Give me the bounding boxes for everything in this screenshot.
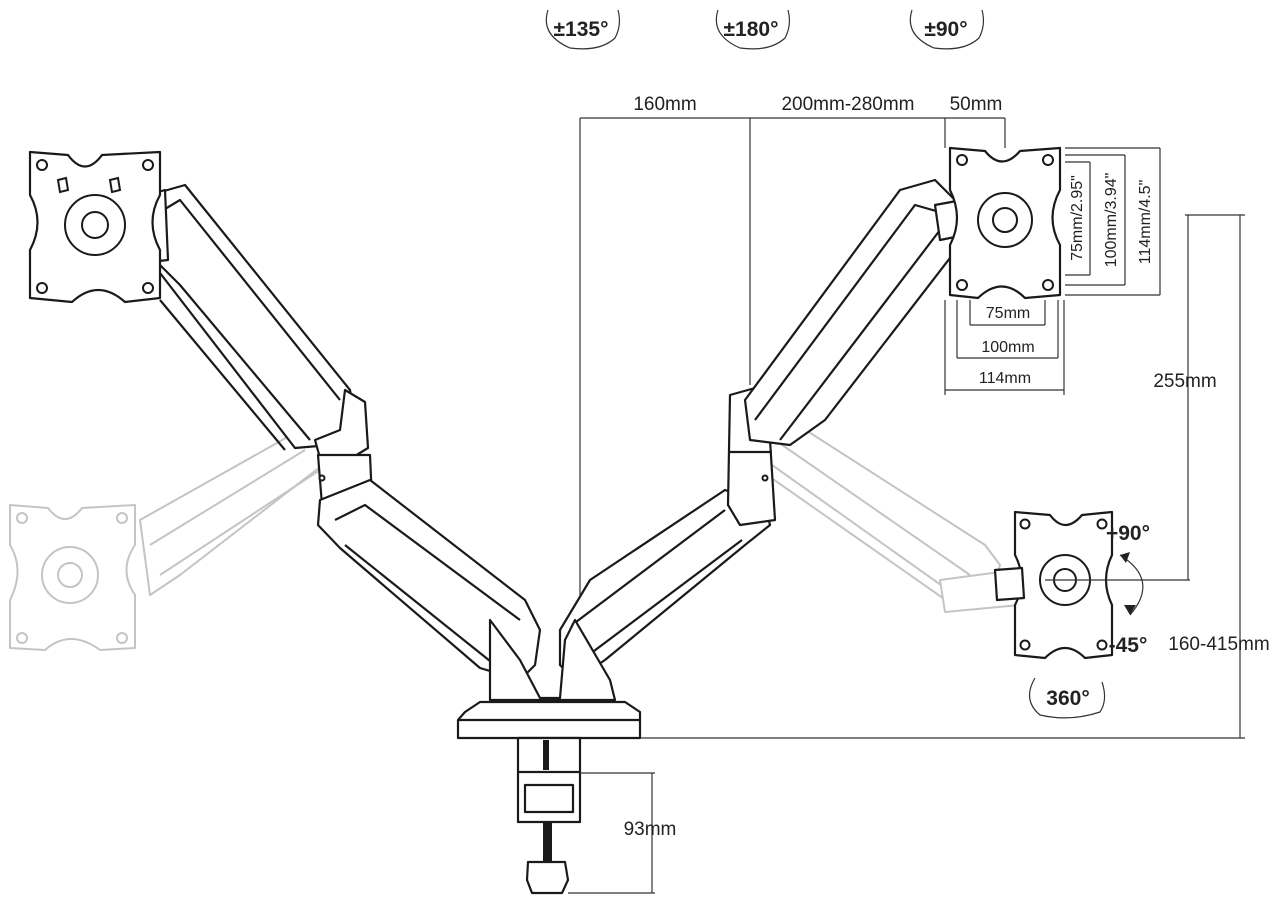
vesa-width-100-label: 100mm [981, 339, 1034, 356]
vesa-width-114-label: 114mm [979, 370, 1031, 387]
vesa-plate-right [948, 146, 1062, 300]
right-lower-arm [558, 488, 772, 682]
vesa-plate-right-lowered [993, 510, 1114, 660]
head-rotate-label: 360° [1046, 687, 1089, 710]
tilt-down-label: -45° [1109, 634, 1148, 657]
dimension-lines [568, 117, 1245, 894]
reach-upper-label: 160mm [633, 94, 696, 115]
tilt-up-label: +90° [1106, 522, 1150, 545]
head-tilt-label: ±90° [924, 18, 967, 41]
pole-height-label: 160-415mm [1168, 634, 1269, 655]
vesa-height-100-label: 100mm/3.94" [1103, 173, 1120, 268]
left-upper-arm [143, 183, 357, 451]
arm-joint-label: ±180° [724, 18, 779, 41]
vesa-width-75-label: 75mm [986, 305, 1030, 322]
vesa-plate-left [28, 150, 162, 304]
desk-base [456, 700, 642, 740]
center-pole [488, 618, 617, 702]
vesa-height-114-label: 114mm/4.5" [1137, 180, 1154, 265]
height-adjust-label: 255mm [1153, 371, 1216, 392]
arm-swivel-label: ±135° [554, 18, 609, 41]
offset-label: 50mm [950, 94, 1003, 115]
clamp-thickness-label: 93mm [624, 819, 677, 840]
desk-clamp [516, 736, 582, 895]
rotation-arrows [545, 9, 1144, 719]
right-upper-arm [743, 178, 967, 447]
vesa-plate-left-lowered-ghost [9, 504, 136, 651]
vesa-height-75-label: 75mm/2.95" [1069, 175, 1086, 261]
reach-lower-label: 200mm-280mm [781, 94, 914, 115]
